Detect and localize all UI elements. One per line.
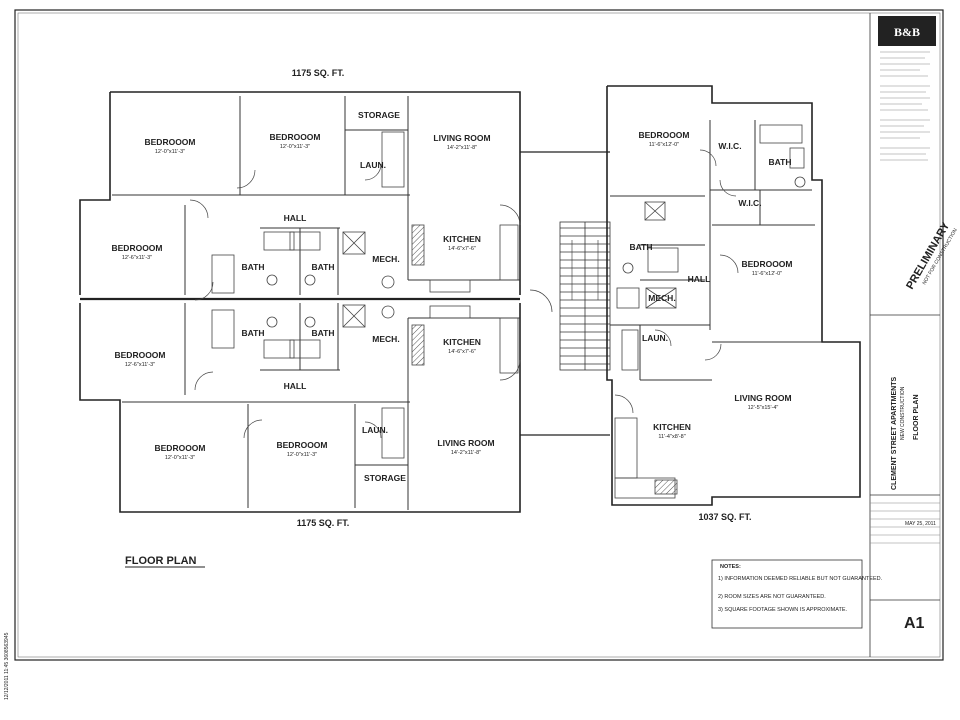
room-dimension: 11'-4"x8'-8" (658, 434, 685, 440)
room-dimension: 12'-0"x11'-3" (287, 452, 317, 458)
right-fixtures (614, 124, 806, 499)
room-kitchen: KITCHEN (443, 337, 481, 347)
room-bath: BATH (312, 262, 335, 272)
room-dimension: 14'-2"x11'-8" (451, 450, 481, 456)
room-bedroom: BEDROOOM (145, 137, 196, 147)
plan-title: FLOOR PLAN (125, 555, 197, 567)
room-kitchen: KITCHEN (653, 422, 691, 432)
sheet-inner-border (17, 12, 941, 658)
room-bath: BATH (630, 242, 653, 252)
note-item: 2) ROOM SIZES ARE NOT GUARANTEED. (718, 594, 826, 600)
room-bath: BATH (769, 157, 792, 167)
room-laundry: LAUN. (642, 333, 668, 343)
room-dimension: 12'-6"x11'-3" (122, 255, 152, 261)
room-mech: MECH. (372, 334, 399, 344)
stair-core (559, 221, 611, 371)
room-bath: BATH (242, 328, 265, 338)
firm-info-lines (880, 51, 930, 161)
room-bedroom: BEDROOOM (115, 350, 166, 360)
room-mech: MECH. (648, 293, 675, 303)
room-bath: BATH (242, 262, 265, 272)
project-subtitle: NEW CONSTRUCTION (900, 386, 906, 440)
room-dimension: 14'-6"x7'-6" (448, 246, 476, 252)
note-item: 1) INFORMATION DEEMED RELIABLE BUT NOT G… (718, 576, 883, 582)
room-labels: BEDROOOM 12'-0"x11'-3" BEDROOOM 12'-0"x1… (112, 110, 793, 483)
room-storage: STORAGE (364, 473, 406, 483)
unit-area-label: 1037 SQ. FT. (698, 512, 751, 522)
drawing-date: MAY 25, 2011 (905, 521, 936, 527)
room-dimension: 14'-2"x11'-8" (447, 145, 477, 151)
room-bedroom: BEDROOOM (155, 443, 206, 453)
room-bath: BATH (312, 328, 335, 338)
room-dimension: 11'-6"x12'-0" (752, 271, 782, 277)
room-dimension: 12'-0"x11'-3" (165, 455, 195, 461)
notes-header: NOTES: (720, 564, 741, 570)
room-living: LIVING ROOM (734, 393, 791, 403)
room-dimension: 12'-0"x11'-3" (280, 144, 310, 150)
room-hall: HALL (284, 213, 307, 223)
firm-logo-mark: B&B (894, 25, 920, 39)
right-door-swings (614, 149, 739, 414)
room-wic: W.I.C. (718, 141, 741, 151)
room-storage: STORAGE (358, 110, 400, 120)
room-bedroom: BEDROOOM (639, 130, 690, 140)
room-bedroom: BEDROOOM (112, 243, 163, 253)
room-dimension: 12'-6"x11'-3" (125, 362, 155, 368)
firm-logo (878, 16, 936, 46)
note-item: 3) SQUARE FOOTAGE SHOWN IS APPROXIMATE. (718, 607, 848, 613)
left-building (79, 91, 610, 513)
project-name: CLEMENT STREET APARTMENTS (891, 377, 898, 490)
title-block: B&B PRELIMINARY NOT FOR CONSTRUCTION CLE… (869, 13, 959, 657)
room-bedroom: BEDROOOM (270, 132, 321, 142)
sheet-number: A1 (904, 615, 925, 632)
room-mech: MECH. (372, 254, 399, 264)
room-bedroom: BEDROOOM (277, 440, 328, 450)
notes-box: NOTES: 1) INFORMATION DEEMED RELIABLE BU… (711, 559, 883, 629)
drawing-title: FLOOR PLAN (913, 395, 920, 441)
unit-area-label: 1175 SQ. FT. (292, 68, 345, 78)
room-dimension: 14'-6"x7'-6" (448, 349, 476, 355)
room-hall: HALL (284, 381, 307, 391)
room-laundry: LAUN. (360, 160, 386, 170)
room-dimension: 11'-6"x12'-0" (649, 142, 679, 148)
room-wic: W.I.C. (738, 198, 761, 208)
right-interior-walls (610, 120, 822, 381)
room-dimension: 12'-5"x15'-4" (748, 405, 779, 411)
unit-area-label: 1175 SQ. FT. (297, 518, 350, 528)
room-living: LIVING ROOM (433, 133, 490, 143)
room-dimension: 12'-0"x11'-3" (155, 149, 185, 155)
sheet-outer-border (14, 9, 944, 661)
room-kitchen: KITCHEN (443, 234, 481, 244)
margin-stamp: 12/12/2011 11:45 3608563945 (4, 632, 10, 700)
right-building (606, 85, 861, 506)
title-block-rows (870, 502, 940, 544)
left-fixtures (211, 131, 519, 459)
room-bedroom: BEDROOOM (742, 259, 793, 269)
room-living: LIVING ROOM (437, 438, 494, 448)
room-laundry: LAUN. (362, 425, 388, 435)
room-hall: HALL (688, 274, 711, 284)
left-door-swings (189, 163, 553, 439)
